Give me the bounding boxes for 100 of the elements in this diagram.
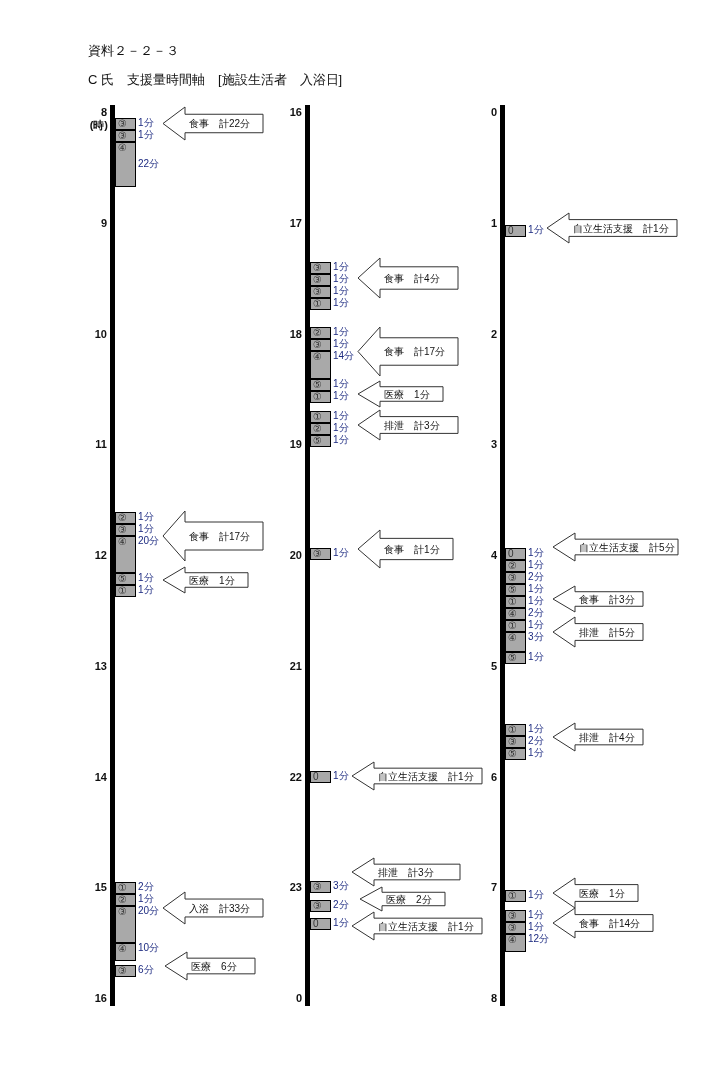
hour-label: 6	[489, 770, 497, 783]
duration-label: 1分	[528, 724, 544, 734]
chart-title: C 氏 支援量時間軸 [施設生活者 入浴日]	[88, 71, 343, 89]
block-arrow-callout: 食事 計17分	[358, 327, 458, 376]
duration-label: 1分	[333, 339, 349, 349]
duration-label: 1分	[528, 922, 544, 932]
duration-label: 1分	[528, 584, 544, 594]
time-segment: ①	[115, 882, 136, 894]
time-segment: ②	[505, 560, 526, 572]
hour-label: 17	[288, 216, 302, 229]
duration-label: 3分	[333, 881, 349, 891]
duration-label: 20分	[138, 906, 160, 916]
duration-label: 1分	[333, 274, 349, 284]
hour-label: 16	[93, 992, 107, 1004]
hour-label: 4	[489, 549, 497, 561]
time-segment: ③	[505, 572, 526, 584]
duration-label: 2分	[333, 900, 349, 910]
hour-label: 8	[99, 106, 107, 118]
time-segment: ⑤	[505, 652, 526, 664]
time-segment: ③	[505, 910, 526, 922]
time-segment: ①	[505, 724, 526, 736]
duration-label: 22分	[138, 159, 160, 169]
duration-label: 2分	[528, 572, 544, 582]
duration-label: 1分	[528, 560, 544, 570]
time-segment: ③	[310, 262, 331, 274]
time-segment: ③	[115, 130, 136, 142]
time-segment: 0	[505, 548, 526, 560]
hour-label: 22	[288, 770, 302, 783]
block-arrow-callout: 食事 計1分	[358, 530, 453, 568]
time-segment: ⑤	[115, 573, 136, 585]
duration-label: 1分	[333, 435, 349, 445]
duration-label: 1分	[333, 918, 349, 928]
duration-label: 12分	[528, 934, 550, 944]
duration-label: 1分	[333, 391, 349, 401]
duration-label: 1分	[528, 596, 544, 606]
block-arrow-callout: 入浴 計33分	[163, 892, 263, 924]
duration-label: 1分	[138, 585, 154, 595]
time-segment: ④	[115, 943, 136, 961]
duration-label: 1分	[528, 620, 544, 630]
duration-label: 1分	[528, 910, 544, 920]
hour-label: 21	[288, 659, 302, 672]
hour-label: 9	[99, 216, 107, 229]
hour-label: 0	[489, 106, 497, 118]
time-segment: ④	[505, 632, 526, 652]
time-segment: ③	[505, 922, 526, 934]
duration-label: 2分	[528, 736, 544, 746]
time-segment: ③	[310, 274, 331, 286]
hour-label: 20	[288, 549, 302, 561]
block-arrow-callout: 食事 計22分	[163, 107, 263, 140]
time-segment: ①	[505, 620, 526, 632]
block-arrow-callout: 食事 計17分	[163, 511, 263, 561]
hour-label: 0	[294, 992, 302, 1004]
block-arrow-callout: 排泄 計4分	[553, 723, 643, 751]
time-segment: ③	[115, 524, 136, 536]
block-arrow-callout: 医療 1分	[163, 567, 248, 593]
time-segment: ③	[115, 965, 136, 977]
block-arrow-callout: 医療 1分	[553, 878, 638, 908]
time-segment: ④	[115, 142, 136, 187]
hour-label: 10	[93, 327, 107, 340]
duration-label: 10分	[138, 943, 160, 953]
block-arrow-callout: 医療 6分	[165, 952, 255, 980]
time-segment: ②	[115, 512, 136, 524]
duration-label: 1分	[528, 225, 544, 235]
block-arrow-callout: 排泄 計3分	[352, 858, 460, 886]
hour-label: 2	[489, 327, 497, 340]
time-segment: ③	[115, 118, 136, 130]
time-segment: ③	[310, 548, 331, 560]
duration-label: 1分	[333, 411, 349, 421]
block-arrow-callout: 自立生活支援 計5分	[553, 533, 678, 561]
duration-label: 20分	[138, 536, 160, 546]
block-arrow-callout: 自立生活支援 計1分	[352, 912, 482, 940]
time-segment: ①	[310, 391, 331, 403]
hour-label: 13	[93, 659, 107, 672]
document-number: 資料２－２－３	[88, 42, 179, 60]
hour-label: 23	[288, 881, 302, 894]
unit-label: (時)	[88, 119, 108, 131]
time-segment: ④	[115, 536, 136, 573]
time-segment: ③	[505, 736, 526, 748]
duration-label: 2分	[138, 882, 154, 892]
block-arrow-callout: 排泄 計3分	[358, 410, 458, 440]
time-segment: ⑤	[310, 379, 331, 391]
duration-label: 14分	[333, 351, 355, 361]
block-arrow-callout: 医療 2分	[360, 887, 445, 911]
hour-label: 5	[489, 659, 497, 672]
hour-label: 7	[489, 881, 497, 894]
duration-label: 1分	[528, 890, 544, 900]
block-arrow-callout: 排泄 計5分	[553, 617, 643, 647]
block-arrow-callout: 自立生活支援 計1分	[352, 762, 482, 790]
duration-label: 1分	[138, 512, 154, 522]
time-segment: ①	[505, 596, 526, 608]
duration-label: 1分	[333, 548, 349, 558]
duration-label: 2分	[528, 608, 544, 618]
hour-label: 8	[489, 992, 497, 1004]
duration-label: 1分	[138, 894, 154, 904]
time-segment: ③	[310, 881, 331, 893]
time-segment: 0	[505, 225, 526, 237]
block-arrow-callout: 食事 計3分	[553, 586, 643, 612]
duration-label: 1分	[138, 573, 154, 583]
block-arrow-callout: 自立生活支援 計1分	[547, 213, 677, 243]
time-segment: ⑤	[310, 435, 331, 447]
